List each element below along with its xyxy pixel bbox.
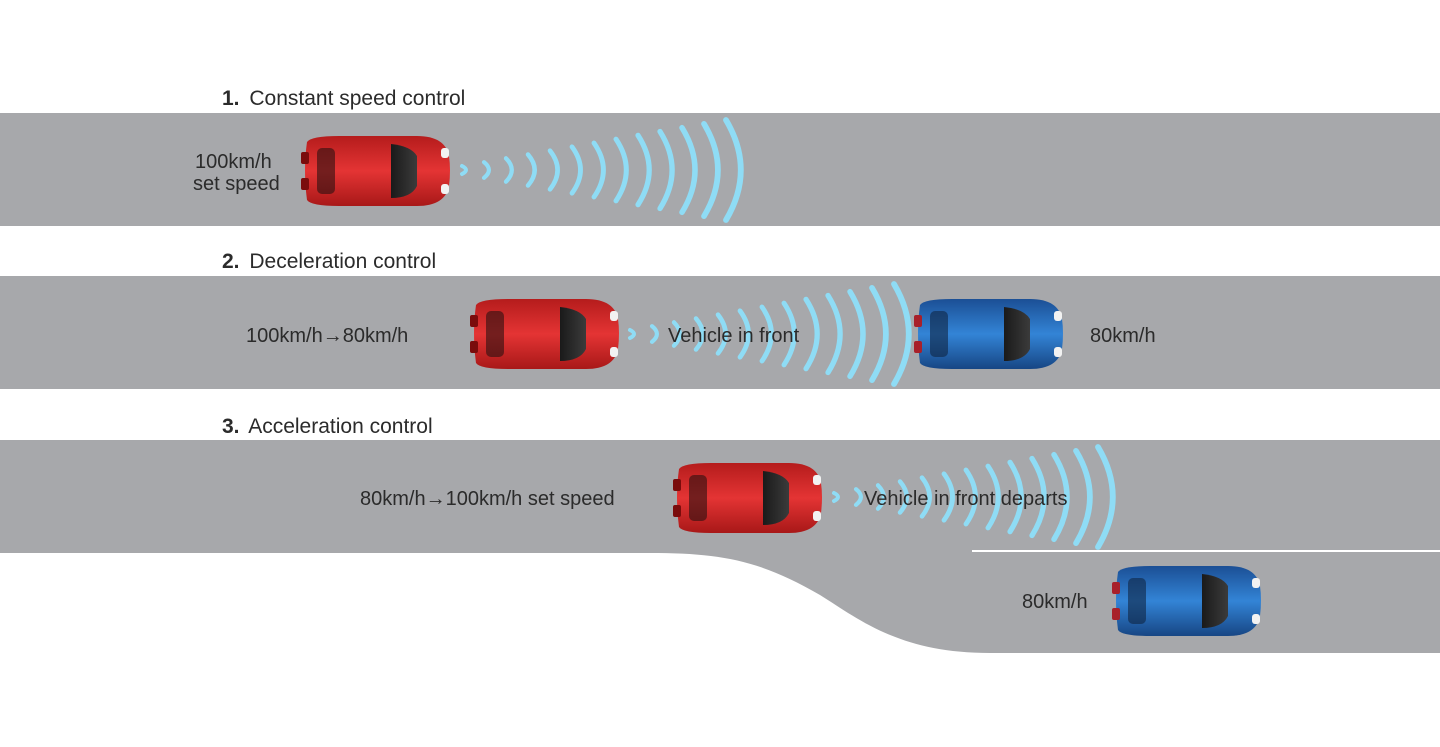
radar-wave-arc bbox=[1007, 459, 1024, 535]
radar-wave-arc bbox=[1029, 455, 1047, 539]
radar-wave-arc bbox=[671, 320, 682, 348]
scenario-3: 3. Acceleration control 80km/h→100km/h s… bbox=[222, 415, 1261, 636]
radar-wave-arc bbox=[693, 316, 705, 352]
radar-wave-arc bbox=[875, 483, 886, 511]
scenario-2-title: 2. Deceleration control bbox=[222, 250, 436, 273]
radar-wave-arc bbox=[941, 471, 955, 523]
radar-wave-arc bbox=[847, 288, 866, 380]
radar-wave-arc bbox=[649, 324, 659, 344]
radar-wave-arc bbox=[701, 120, 721, 220]
radar-wave-arc bbox=[985, 463, 1001, 531]
radar-wave-arc bbox=[547, 148, 560, 192]
radar-wave-arc bbox=[781, 300, 797, 368]
scenario-3-title: 3. Acceleration control bbox=[222, 415, 433, 438]
scenario-1: 1. Constant speed control 100km/h set sp… bbox=[193, 87, 744, 223]
radar-wave-arc bbox=[919, 475, 932, 519]
radar-wave-arc bbox=[825, 292, 843, 376]
radar-wave-arc bbox=[460, 164, 468, 176]
radar-wave-arc bbox=[628, 328, 636, 340]
radar-wave-arc bbox=[591, 140, 606, 200]
radar-wave-arc bbox=[1073, 447, 1093, 547]
radar-wave-arc bbox=[1051, 451, 1070, 543]
red-car-icon bbox=[673, 463, 822, 533]
scenario-3-speed-change: 80km/h→100km/h set speed bbox=[360, 488, 615, 510]
radar-wave-arc bbox=[715, 312, 728, 356]
radar-wave-arc bbox=[759, 304, 774, 364]
radar-wave-arc bbox=[481, 160, 491, 180]
scenario-1-title: 1. Constant speed control bbox=[222, 87, 465, 110]
radar-wave-arc bbox=[525, 152, 537, 188]
blue-car-icon bbox=[914, 299, 1063, 369]
scenario-1-speed-line2: set speed bbox=[193, 173, 280, 195]
blue-car-icon bbox=[1112, 566, 1261, 636]
scenario-3-radar-label: Vehicle in front departs bbox=[864, 488, 1067, 510]
radar-wave-arc bbox=[737, 308, 751, 360]
radar-wave-arc bbox=[803, 296, 820, 372]
scenario-2-speed-change: 100km/h→80km/h bbox=[246, 325, 408, 347]
red-car-icon bbox=[470, 299, 619, 369]
road-lane-3 bbox=[0, 440, 1440, 653]
radar-wave-arc bbox=[897, 479, 909, 515]
radar-wave-arc bbox=[1095, 444, 1116, 550]
radar-wave-icon bbox=[628, 281, 912, 387]
radar-wave-arc bbox=[503, 156, 514, 184]
red-car-icon bbox=[301, 136, 450, 206]
scenario-3-front-car-speed: 80km/h bbox=[1022, 591, 1088, 613]
radar-wave-arc bbox=[569, 144, 583, 196]
radar-wave-arc bbox=[613, 136, 629, 204]
scenario-2-radar-label: Vehicle in front bbox=[668, 325, 800, 347]
radar-wave-arc bbox=[853, 487, 863, 507]
radar-wave-arc bbox=[891, 281, 912, 387]
radar-wave-icon bbox=[832, 444, 1116, 550]
radar-wave-arc bbox=[657, 128, 675, 212]
road-lane-2 bbox=[0, 276, 1440, 389]
scenario-1-speed-line1: 100km/h bbox=[195, 151, 272, 173]
radar-wave-arc bbox=[635, 132, 652, 208]
radar-wave-arc bbox=[723, 117, 744, 223]
radar-wave-arc bbox=[832, 491, 840, 503]
radar-wave-arc bbox=[679, 124, 698, 216]
scenario-2: 2. Deceleration control 100km/h→80km/h V… bbox=[222, 250, 1156, 387]
radar-wave-icon bbox=[460, 117, 744, 223]
radar-wave-arc bbox=[869, 284, 889, 384]
scenario-2-front-car-speed: 80km/h bbox=[1090, 325, 1156, 347]
radar-wave-arc bbox=[963, 467, 978, 527]
